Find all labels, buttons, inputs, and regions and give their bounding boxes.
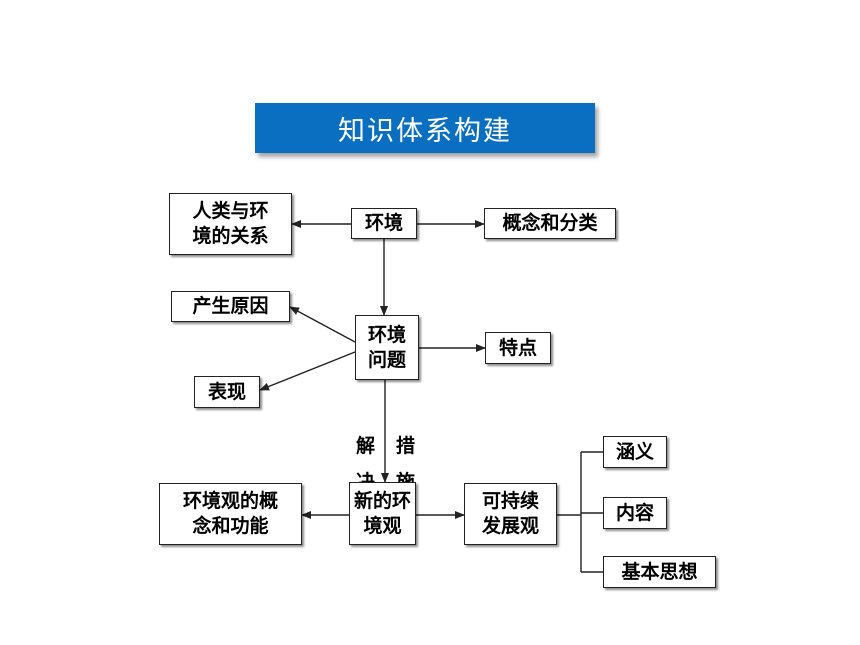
title-banner: 知识体系构建 [255,103,595,153]
node-cause: 产生原因 [171,291,290,322]
node-sustainable: 可持续 发展观 [464,483,557,545]
node-concept-class: 概念和分类 [484,208,616,239]
node-view-concept: 环境观的概 念和功能 [159,483,302,545]
node-human-relation: 人类与环 境的关系 [169,193,292,255]
edge-problem-cause [289,306,356,343]
node-new-view: 新的环 境观 [349,482,416,545]
node-content: 内容 [603,497,667,529]
node-environment: 环境 [351,208,417,239]
node-meaning: 涵义 [603,436,667,468]
node-feature: 特点 [485,332,551,364]
node-problem: 环境 问题 [355,315,419,380]
edge-problem-manifest [259,351,356,391]
node-manifestation: 表现 [194,376,260,408]
node-basic-idea: 基本思想 [603,556,716,588]
title-text: 知识体系构建 [338,115,512,147]
